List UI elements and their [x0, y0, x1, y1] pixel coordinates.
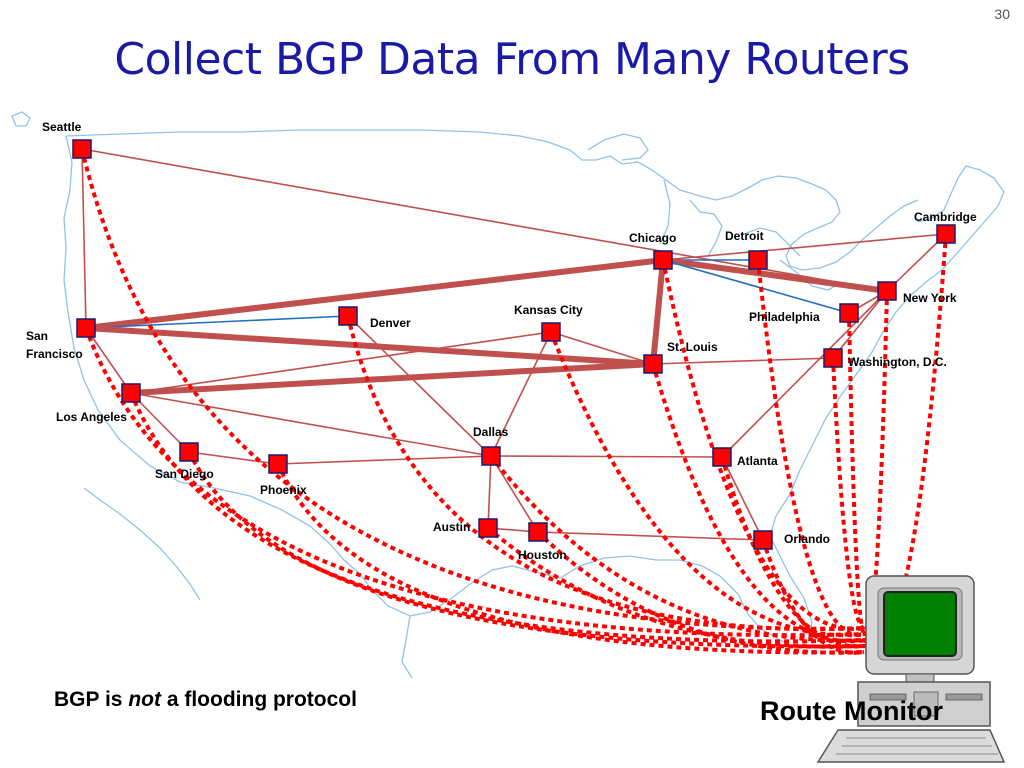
router-chicago [653, 250, 673, 270]
backbone-links [81, 148, 947, 541]
city-label-detroit: Detroit [725, 229, 764, 243]
link-dallas-atlanta [490, 455, 723, 458]
city-label-kansascity: Kansas City [514, 303, 583, 317]
city-label-dallas: Dallas [473, 425, 509, 439]
link-seattle-sanfrancisco [81, 148, 87, 329]
link-kansascity-stlouis [550, 331, 654, 365]
city-label-houston: Houston [518, 548, 567, 562]
monitor-session-houston [536, 530, 869, 655]
link-chicago-newyork [662, 257, 888, 294]
route-monitor-computer-icon [816, 575, 1006, 763]
link-stlouis-chicago [650, 259, 666, 365]
router-detroit [748, 250, 768, 270]
router-washington [823, 348, 843, 368]
link-dallas-austin [487, 455, 492, 529]
monitor-session-seattle [80, 148, 869, 631]
city-label-phoenix: Phoenix [260, 483, 307, 497]
monitor-session-sanfrancisco [84, 327, 867, 638]
monitor-session-orlando [761, 539, 865, 655]
router-sanfrancisco [76, 318, 96, 338]
monitor-session-denver [346, 315, 865, 632]
router-houston [528, 522, 548, 542]
router-losangeles [121, 383, 141, 403]
monitor-session-losangeles [129, 392, 865, 644]
link-chicago-philadelphia [662, 259, 850, 314]
router-philadelphia [839, 303, 859, 323]
monitor-sessions [80, 148, 948, 655]
link-losangeles-sandiego [130, 392, 190, 453]
link-denver-dallas [347, 315, 492, 457]
city-label-denver: Denver [370, 316, 411, 330]
link-sanfrancisco-losangeles [85, 327, 132, 394]
router-seattle [72, 139, 92, 159]
link-washington-newyork [832, 290, 888, 359]
slide-number: 30 [994, 6, 1010, 22]
link-losangeles-stlouis [130, 361, 654, 396]
footnote-emphasis: not [128, 688, 161, 711]
router-atlanta [712, 447, 732, 467]
slide-title: Collect BGP Data From Many Routers [114, 34, 910, 85]
route-monitor-label: Route Monitor [760, 696, 943, 726]
monitor-session-phoenix [276, 463, 867, 655]
city-label-cambridge: Cambridge [914, 210, 977, 224]
link-kansascity-dallas [490, 331, 552, 457]
router-newyork [877, 281, 897, 301]
router-stlouis [643, 354, 663, 374]
link-sanfrancisco-denver [85, 315, 349, 329]
city-label-stlouis: St. Louis [667, 340, 718, 354]
city-label-newyork: New York [903, 291, 957, 305]
routers [72, 139, 956, 550]
router-orlando [753, 530, 773, 550]
monitor-session-austin [486, 526, 865, 649]
link-stlouis-washington [652, 357, 834, 365]
link-losangeles-dallas [130, 392, 492, 457]
router-sandiego [179, 442, 199, 462]
router-denver [338, 306, 358, 326]
city-label-philadelphia: Philadelphia [749, 310, 820, 324]
link-newyork-cambridge [886, 233, 947, 292]
monitor-session-dallas [489, 454, 867, 643]
router-dallas [481, 446, 501, 466]
monitor-session-philadelphia [847, 312, 868, 638]
city-label-atlanta: Atlanta [737, 454, 778, 468]
monitor-session-stlouis [651, 363, 869, 644]
link-losangeles-kansascity [130, 331, 552, 394]
link-phoenix-dallas [277, 455, 492, 465]
us-map-outline [11, 111, 1005, 679]
city-label-sandiego: San Diego [155, 467, 214, 481]
link-sanfrancisco-chicago [85, 257, 664, 331]
monitor-session-sandiego [187, 451, 869, 649]
router-phoenix [268, 454, 288, 474]
router-cambridge [936, 224, 956, 244]
monitor-session-detroit [756, 259, 865, 637]
city-label-orlando: Orlando [784, 532, 830, 546]
monitor-session-atlanta [720, 456, 867, 649]
link-chicago-cambridge [662, 233, 947, 261]
link-dallas-houston [490, 455, 539, 533]
monitor-session-newyork [862, 290, 889, 644]
city-label-losangeles: Los Angeles [56, 410, 127, 424]
city-label-washington: Washington, D.C. [848, 355, 947, 369]
city-label-seattle: Seattle [42, 120, 82, 134]
footnote-prefix: BGP is [54, 688, 123, 711]
link-atlanta-orlando [721, 456, 764, 541]
city-label-austin: Austin [433, 520, 470, 534]
link-atlanta-newyork [721, 290, 888, 458]
footnote: BGP is not a flooding protocol [54, 688, 357, 712]
link-sanfrancisco-stlouis [85, 325, 654, 367]
link-houston-orlando [537, 531, 764, 541]
link-sandiego-phoenix [188, 451, 279, 465]
router-kansascity [541, 322, 561, 342]
router-austin [478, 518, 498, 538]
city-label-chicago: Chicago [629, 231, 676, 245]
footnote-suffix: a flooding protocol [166, 688, 357, 711]
